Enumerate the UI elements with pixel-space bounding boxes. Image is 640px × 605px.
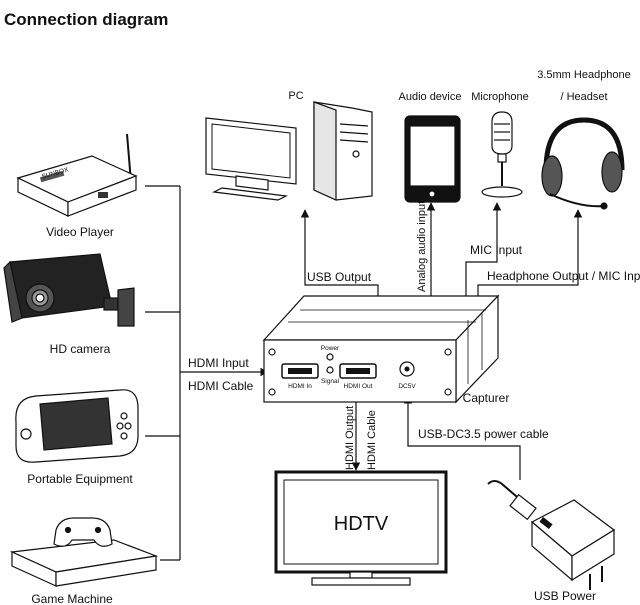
hd-camera-illustration [3,253,135,327]
microphone-label: Microphone [471,91,528,103]
capturer-port-hdmi-in: HDMI In [288,383,312,390]
hd-camera-label: HD camera [50,342,111,356]
hdmi-output-label: HDMI Output [344,406,356,470]
hdmi-cable-down-label: HDMI Cable [366,410,378,470]
usb-power-label: USB Power [534,589,596,603]
game-machine-label: Game Machine [31,592,113,605]
portable-equipment-illustration [15,389,139,463]
analog-audio-input-label: Analog audio input [416,201,428,292]
pc-label: PC [288,90,303,102]
capturer-led-signal: Signal [321,378,340,385]
hdmi-cable-left-label: HDMI Cable [188,379,254,393]
audio-device-label: Audio device [399,91,462,103]
connector-lines [145,185,583,561]
capturer-port-hdmi-out: HDMI Out [344,383,373,390]
video-player-illustration [16,133,138,217]
microphone-illustration [481,111,523,198]
hdmi-input-label: HDMI Input [188,356,249,370]
capturer-port-dc: DC5V [398,383,416,390]
game-machine-illustration [9,517,159,587]
audio-device-illustration [404,115,461,203]
diagram-title: Connection diagram [4,10,169,29]
capturer-led-power: Power [321,345,340,352]
capturer-illustration [262,294,500,404]
usb-power-illustration [487,480,616,590]
video-player-label: Video Player [46,225,114,239]
mic-input-label: MIC Input [470,243,523,257]
headphone-output-label: Headphone Output / MIC Input [487,269,640,283]
usb-output-label: USB Output [307,270,372,284]
pc-illustration [205,101,373,201]
portable-equipment-label: Portable Equipment [27,472,133,486]
capturer-label: Capturer [463,391,510,405]
headphone-label-line2: / Headset [560,91,607,103]
hdtv-illustration [274,470,448,586]
headphone-illustration [541,117,625,210]
hdtv-screen-text: HDTV [334,513,389,535]
headphone-label-line1: 3.5mm Headphone [537,69,631,81]
power-cable-label: USB-DC3.5 power cable [418,427,549,441]
